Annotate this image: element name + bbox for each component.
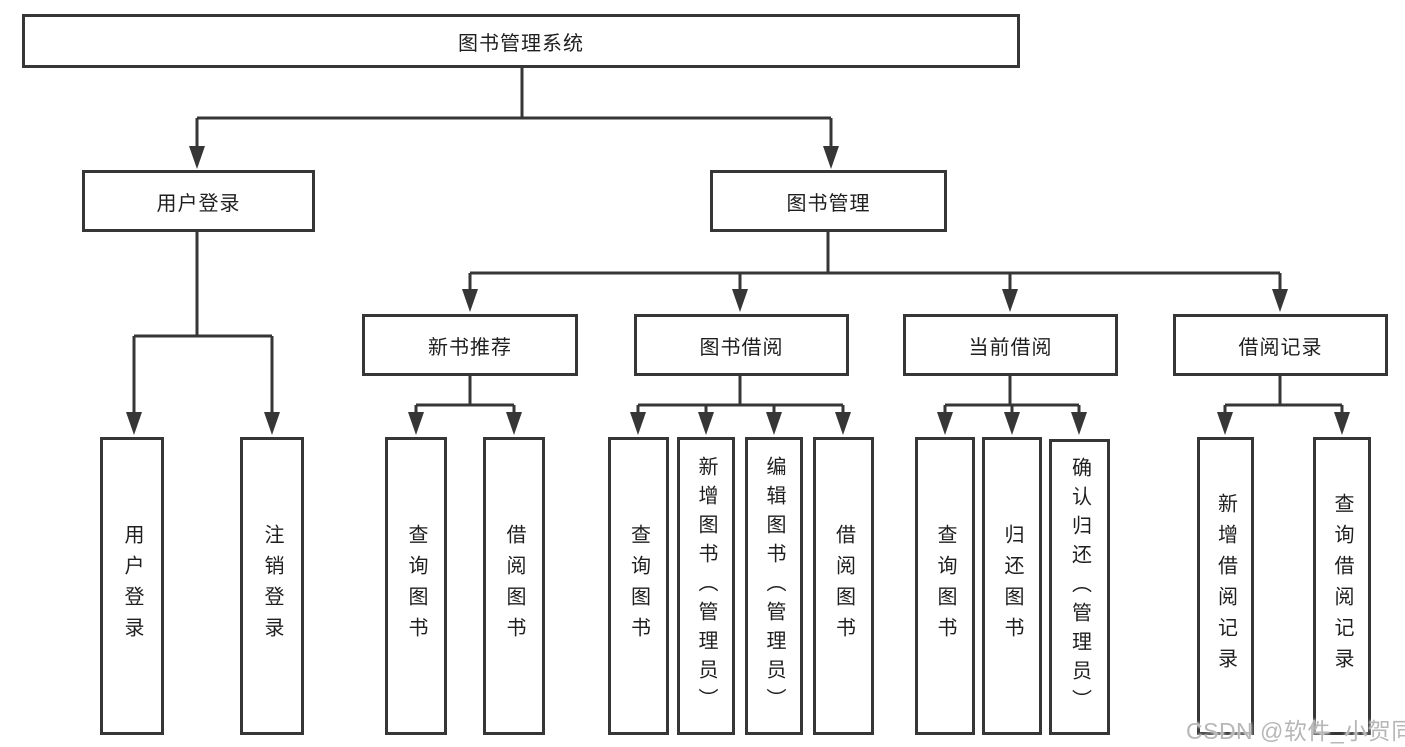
leaf-add-book-admin: 新增图书（管理员） [677,437,735,735]
leaf-borrow-books-recommend: 借阅图书 [483,437,545,735]
node-root-system: 图书管理系统 [22,14,1020,68]
node-user-login: 用户登录 [82,170,315,232]
connector-newbook-to-leaves [408,376,522,435]
node-book-borrow: 图书借阅 [634,314,849,376]
connector-bookmgmt-to-level3 [462,232,1288,312]
leaf-query-borrow-record: 查询借阅记录 [1313,437,1371,735]
leaf-confirm-return-admin: 确认归还（管理员） [1049,439,1110,735]
leaf-query-books-current: 查询图书 [915,437,975,735]
leaf-add-borrow-record: 新增借阅记录 [1197,437,1254,735]
leaf-query-books-borrow: 查询图书 [608,437,669,735]
leaf-logout: 注销登录 [240,437,304,735]
connector-root-to-level2 [189,66,839,169]
connector-bookborrow-to-leaves [630,376,851,435]
node-borrow-records: 借阅记录 [1173,314,1388,376]
connector-currentborrow-to-leaves [937,376,1087,435]
csdn-watermark: CSDN @软件_小贺同学 [1186,718,1405,744]
leaf-query-books-recommend: 查询图书 [385,437,447,735]
connector-userlogin-to-leaves [126,232,280,435]
leaf-edit-book-admin: 编辑图书（管理员） [745,437,803,735]
node-new-book-recommend: 新书推荐 [362,314,578,376]
node-current-borrow: 当前借阅 [903,314,1118,376]
connector-borrowrecord-to-leaves [1217,376,1350,435]
node-book-management: 图书管理 [710,170,947,232]
leaf-return-books: 归还图书 [982,437,1042,735]
leaf-user-login: 用户登录 [100,437,164,735]
leaf-borrow-books: 借阅图书 [813,437,874,735]
